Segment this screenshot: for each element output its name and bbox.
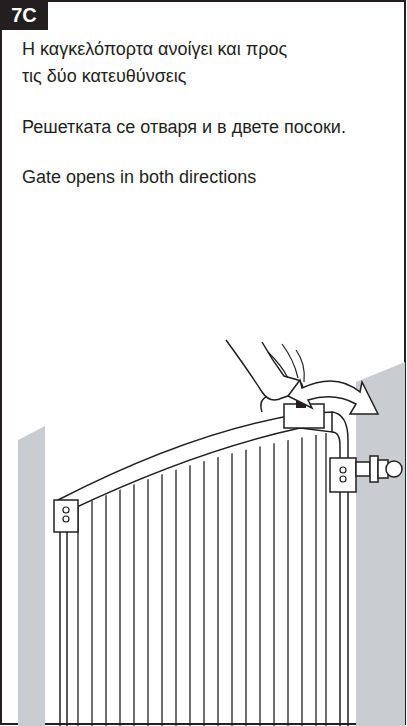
left-bracket xyxy=(54,500,78,532)
step-tab xyxy=(0,0,48,30)
wall-cup xyxy=(386,461,402,477)
top-rail xyxy=(58,414,300,515)
wall-knob xyxy=(370,456,378,482)
right-wall xyxy=(356,362,405,726)
instruction-text: Η καγκελόπορτα ανοίγει και προς τις δύο … xyxy=(22,36,292,90)
instruction-text: Gate opens in both directions xyxy=(22,164,402,191)
step-number: 7C xyxy=(0,0,48,30)
double-arrow xyxy=(288,380,378,414)
left-wall xyxy=(18,426,45,726)
right-bracket xyxy=(330,458,356,492)
instruction-text: Решетката се отваря и в двете посоки. xyxy=(22,114,402,141)
